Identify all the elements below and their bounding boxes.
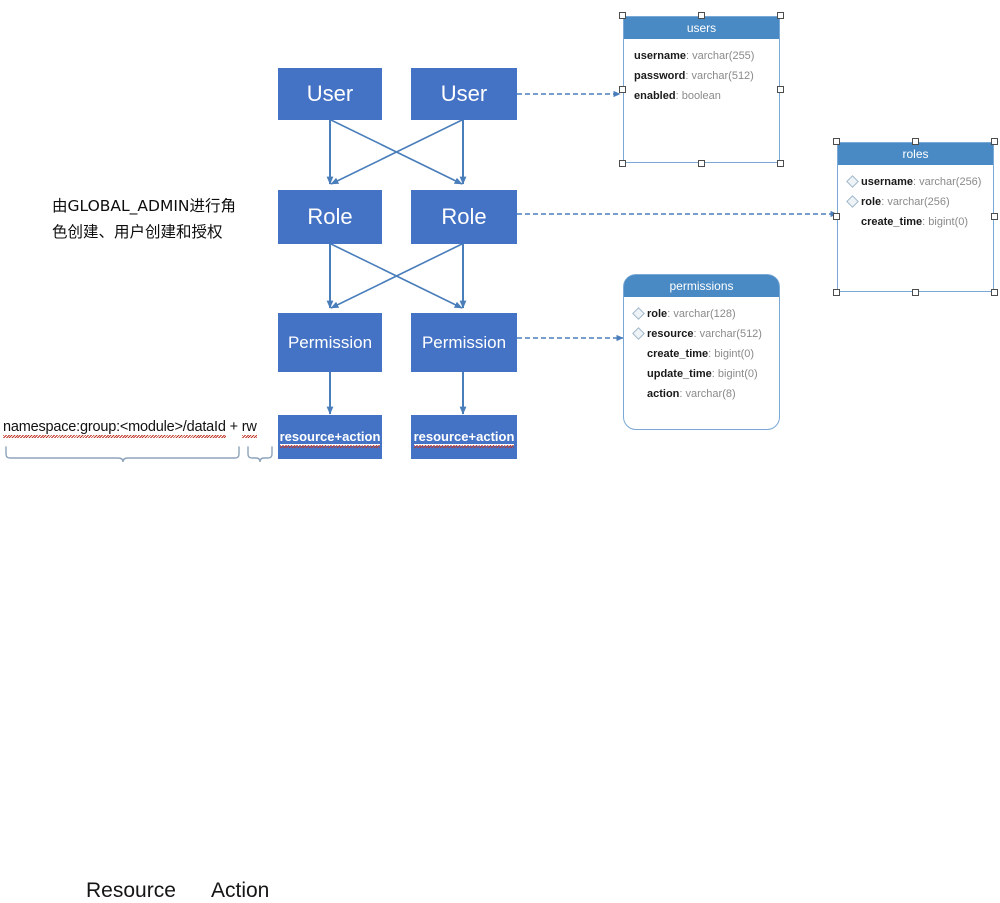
resize-handle-se[interactable] (991, 289, 998, 296)
db-table-roles-title: roles (838, 143, 993, 165)
primary-key-icon (632, 326, 645, 340)
resize-handle-s[interactable] (698, 160, 705, 167)
legend-expression-plus: + (225, 419, 242, 435)
box-resource-action-right-label: resource+action (413, 428, 515, 448)
box-permission-left-label: Permission (287, 332, 373, 352)
db-table-users[interactable]: users username: varchar(255) password: v… (623, 16, 780, 163)
resize-handle-sw[interactable] (833, 289, 840, 296)
resize-handle-n[interactable] (698, 12, 705, 19)
db-field-type: bigint(0) (717, 368, 758, 380)
legend-label-resource: Resource (86, 879, 176, 902)
db-field-type: varchar(8) (685, 388, 736, 400)
box-user-right-label: User (440, 81, 488, 106)
db-field-name: role (861, 196, 882, 208)
box-permission-left[interactable]: Permission (278, 313, 382, 372)
db-field-name: username (634, 50, 686, 62)
resize-handle-e[interactable] (777, 86, 784, 93)
resize-handle-e[interactable] (991, 213, 998, 220)
box-user-left-label: User (306, 81, 354, 106)
resize-handle-ne[interactable] (991, 138, 998, 145)
annotation-note-line-2: 色创建、用户创建和授权 (52, 223, 223, 241)
db-field-type: varchar(255) (692, 50, 755, 62)
primary-key-icon (632, 306, 645, 320)
resize-handle-n[interactable] (912, 138, 919, 145)
db-field-type: boolean (681, 90, 721, 102)
box-role-left[interactable]: Role (278, 190, 382, 244)
legend-label-action: Action (211, 879, 270, 902)
arrow-user-right-to-role-left (330, 119, 463, 185)
box-user-right[interactable]: User (411, 68, 517, 120)
arrow-role-right-to-permission-left (330, 243, 463, 309)
arrow-role-left-to-permission-right (330, 243, 463, 309)
resize-handle-w[interactable] (619, 86, 626, 93)
db-field-type: varchar(256) (887, 196, 950, 208)
box-resource-action-left-label: resource+action (279, 428, 381, 448)
db-field-name: create_time (861, 216, 923, 228)
field-spacer-icon (846, 215, 859, 228)
db-table-roles-fields: username: varchar(256) role: varchar(256… (838, 165, 993, 232)
resize-handle-se[interactable] (777, 160, 784, 167)
db-field-row: action: varchar(8) (624, 384, 779, 404)
db-field-type: bigint(0) (928, 216, 969, 228)
db-field-name: resource (647, 328, 694, 340)
db-field-row: role: varchar(256) (838, 192, 993, 212)
db-field-row: update_time: bigint(0) (624, 364, 779, 384)
db-field-row: create_time: bigint(0) (838, 212, 993, 232)
annotation-note: 由GLOBAL_ADMIN进行角 色创建、用户创建和授权 (52, 193, 252, 245)
box-resource-action-left[interactable]: resource+action (278, 415, 382, 459)
db-table-users-fields: username: varchar(255) password: varchar… (624, 39, 779, 106)
db-field-row: username: varchar(256) (838, 172, 993, 192)
diagram-canvas: 由GLOBAL_ADMIN进行角 色创建、用户创建和授权 User User R… (0, 0, 1000, 491)
db-field-row: role: varchar(128) (624, 304, 779, 324)
resize-handle-s[interactable] (912, 289, 919, 296)
db-table-permissions[interactable]: permissions role: varchar(128) resource:… (623, 274, 780, 430)
field-spacer-icon (632, 367, 645, 380)
resize-handle-nw[interactable] (833, 138, 840, 145)
box-permission-right[interactable]: Permission (411, 313, 517, 372)
db-field-row: enabled: boolean (634, 90, 721, 102)
db-field-row: create_time: bigint(0) (624, 344, 779, 364)
box-role-left-label: Role (307, 204, 353, 229)
legend-group: namespace:group:<module>/dataId + rw Res… (0, 419, 285, 902)
db-field-name: enabled (634, 90, 676, 102)
field-spacer-icon (632, 387, 645, 400)
db-field-type: bigint(0) (714, 348, 755, 360)
db-field-row: resource: varchar(512) (624, 324, 779, 344)
arrow-user-left-to-role-right (330, 119, 463, 185)
db-table-roles[interactable]: roles username: varchar(256) role: varch… (837, 142, 994, 292)
box-role-right-label: Role (441, 204, 487, 229)
box-permission-right-label: Permission (421, 332, 507, 352)
db-field-name: action (647, 388, 680, 400)
resize-handle-sw[interactable] (619, 160, 626, 167)
resize-handle-w[interactable] (833, 213, 840, 220)
field-spacer-icon (632, 347, 645, 360)
resize-handle-ne[interactable] (777, 12, 784, 19)
db-field-row: password: varchar(512) (634, 70, 754, 82)
db-table-permissions-fields: role: varchar(128) resource: varchar(512… (624, 297, 779, 404)
legend-expression-resource: namespace:group:<module>/dataId (3, 419, 226, 435)
db-field-name: password (634, 70, 686, 82)
db-field-name: username (861, 176, 913, 188)
db-table-permissions-title: permissions (624, 275, 779, 297)
resize-handle-nw[interactable] (619, 12, 626, 19)
db-field-type: varchar(256) (919, 176, 982, 188)
box-role-right[interactable]: Role (411, 190, 517, 244)
db-field-type: varchar(512) (691, 70, 754, 82)
db-table-users-title: users (624, 17, 779, 39)
db-field-name: update_time (647, 368, 712, 380)
db-field-type: varchar(128) (673, 308, 736, 320)
box-resource-action-right[interactable]: resource+action (411, 415, 517, 459)
db-field-row: username: varchar(255) (634, 50, 755, 62)
box-user-left[interactable]: User (278, 68, 382, 120)
legend-expression-action: rw (241, 419, 257, 435)
primary-key-icon (846, 174, 859, 188)
primary-key-icon (846, 194, 859, 208)
db-field-name: role (647, 308, 668, 320)
annotation-note-line-1: 由GLOBAL_ADMIN进行角 (52, 197, 236, 215)
legend-expression: namespace:group:<module>/dataId + rw (3, 419, 257, 435)
db-field-name: create_time (647, 348, 709, 360)
db-field-type: varchar(512) (699, 328, 762, 340)
